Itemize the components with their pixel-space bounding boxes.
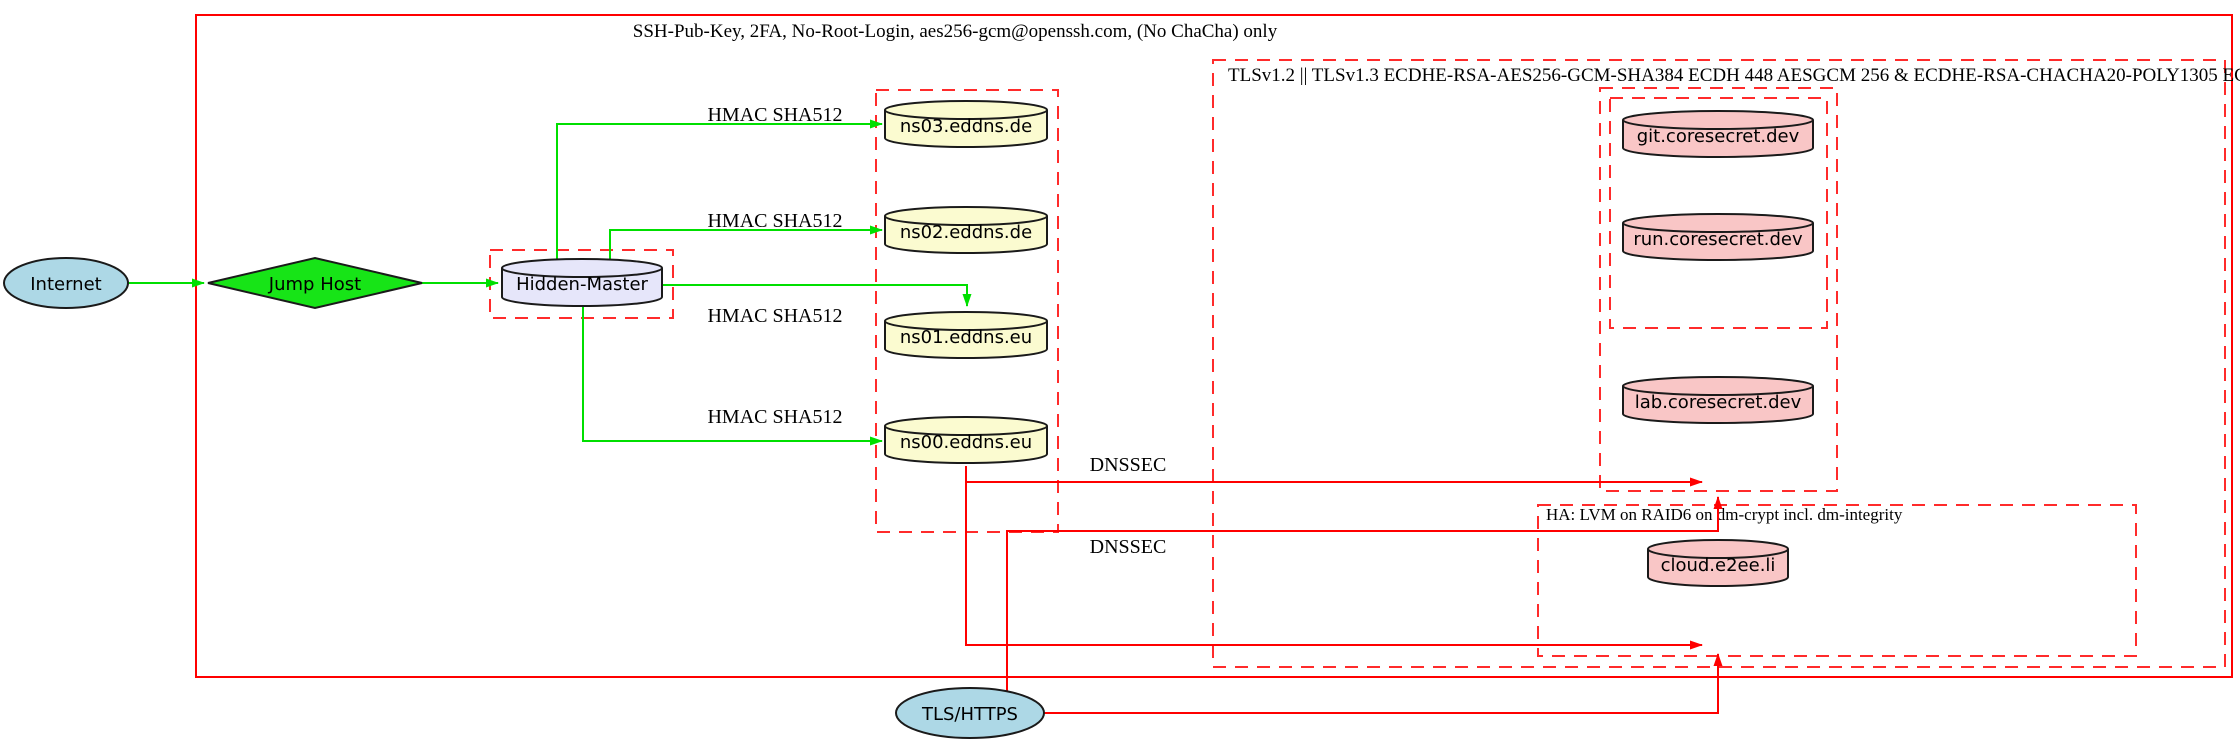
cloud-label: cloud.e2ee.li	[1661, 555, 1776, 576]
dns-cluster-box	[875, 89, 1059, 533]
edge-label-hmac-ns00: HMAC SHA512	[707, 406, 842, 428]
lab-cylinder	[1622, 376, 1814, 424]
ns03-cylinder-rim	[884, 109, 1048, 120]
lab-node: lab.coresecret.dev	[1622, 376, 1814, 424]
ns00-label: ns00.eddns.eu	[900, 432, 1032, 453]
edge-label-dnssec-1: DNSSEC	[1090, 454, 1167, 476]
cloud-cylinder	[1647, 539, 1789, 587]
edge-label-hmac-ns02: HMAC SHA512	[707, 210, 842, 232]
lab-cylinder-rim	[1622, 385, 1814, 396]
edge-label-hmac-ns01: HMAC SHA512	[707, 305, 842, 327]
ha-cluster-label: HA: LVM on RAID6 on dm-crypt incl. dm-in…	[1546, 505, 1903, 524]
edge-hiddenmaster-ns00	[582, 306, 883, 446]
internet-ellipse	[3, 257, 129, 309]
edge-label-hmac-ns03: HMAC SHA512	[707, 104, 842, 126]
ns00-node: ns00.eddns.eu	[884, 416, 1048, 464]
hiddenmaster-cylinder	[501, 258, 663, 307]
ns02-cylinder	[884, 206, 1048, 254]
git-cylinder	[1622, 110, 1814, 158]
tlshttps-node: TLS/HTTPS	[895, 687, 1045, 739]
ns01-node: ns01.eddns.eu	[884, 311, 1048, 359]
ns03-label: ns03.eddns.de	[900, 116, 1032, 137]
edge-label-dnssec-2: DNSSEC	[1090, 536, 1167, 558]
ha-cluster-box	[1537, 504, 2137, 657]
hiddenmaster-node: Hidden-Master	[501, 258, 663, 307]
ns01-label: ns01.eddns.eu	[900, 327, 1032, 348]
gitrun-cluster-box	[1609, 97, 1828, 329]
run-label: run.coresecret.dev	[1633, 229, 1803, 250]
internet-label: Internet	[30, 274, 101, 295]
run-cylinder	[1622, 213, 1814, 261]
tls-cluster-label: TLSv1.2 || TLSv1.3 ECDHE-RSA-AES256-GCM-…	[1228, 65, 2240, 86]
cloud-cylinder-rim	[1647, 548, 1789, 559]
ssh-cluster-box	[195, 14, 2233, 678]
jumphost-label: Jump Host	[268, 274, 361, 295]
ns00-cylinder-rim	[884, 425, 1048, 436]
ns02-label: ns02.eddns.de	[900, 222, 1032, 243]
jumphost-diamond	[207, 256, 423, 310]
jumphost-node: Jump Host	[207, 256, 423, 310]
ns01-cylinder-rim	[884, 320, 1048, 331]
tlshttps-label: TLS/HTTPS	[921, 704, 1018, 725]
git-node: git.coresecret.dev	[1622, 110, 1814, 158]
edge-hiddenmaster-ns01	[662, 284, 972, 307]
edge-ns00-ha-dnssec	[965, 482, 1703, 650]
run-cylinder-rim	[1622, 222, 1814, 233]
ns02-cylinder-rim	[884, 215, 1048, 226]
ns01-cylinder	[884, 311, 1048, 359]
ns03-node: ns03.eddns.de	[884, 100, 1048, 148]
internet-node: Internet	[3, 257, 129, 309]
run-node: run.coresecret.dev	[1622, 213, 1814, 261]
edge-tlshttps-ha	[1044, 653, 1723, 714]
hiddenmaster-label: Hidden-Master	[516, 274, 648, 295]
edge-ns00-websites-dnssec	[965, 466, 1703, 487]
edge-tlshttps-websites	[1006, 496, 1723, 691]
websites-cluster-box	[1599, 87, 1838, 492]
ssh-cluster-label: SSH-Pub-Key, 2FA, No-Root-Login, aes256-…	[633, 21, 1278, 42]
ns02-node: ns02.eddns.de	[884, 206, 1048, 254]
edge-hiddenmaster-ns03	[556, 119, 883, 259]
ns03-cylinder	[884, 100, 1048, 148]
cloud-node: cloud.e2ee.li	[1647, 539, 1789, 587]
hiddenmaster-cylinder-rim	[501, 267, 663, 278]
git-label: git.coresecret.dev	[1637, 126, 1800, 147]
tlshttps-ellipse	[895, 687, 1045, 739]
lab-label: lab.coresecret.dev	[1635, 392, 1802, 413]
edge-hiddenmaster-ns02	[609, 225, 883, 259]
ns00-cylinder	[884, 416, 1048, 464]
git-cylinder-rim	[1622, 119, 1814, 130]
